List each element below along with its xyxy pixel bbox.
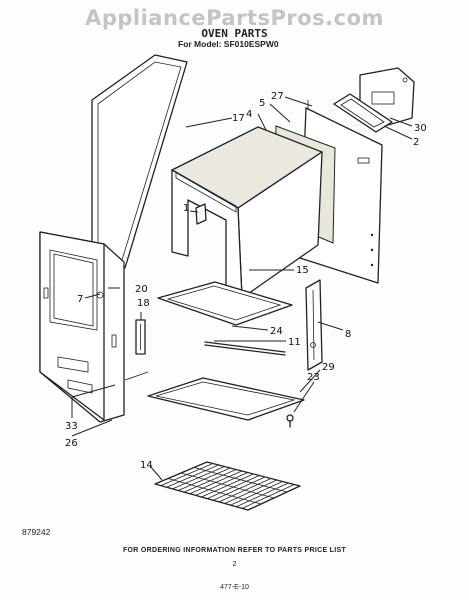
callout-8: 8 <box>345 329 351 340</box>
callout-20: 20 <box>135 284 148 295</box>
rack-crossbar <box>193 467 288 493</box>
callout-labels: 1 2 4 5 7 8 11 14 15 17 18 20 23 24 26 2… <box>65 91 427 471</box>
diagram-title: OVEN PARTS <box>201 27 268 40</box>
part-23-screw <box>286 414 294 428</box>
part-2-vent-frame <box>333 93 393 133</box>
document-number: 879242 <box>22 527 51 537</box>
callout-4: 4 <box>246 109 252 120</box>
callout-24: 24 <box>270 326 283 337</box>
part-24-trim <box>204 341 286 356</box>
part-18-hinge <box>135 319 146 355</box>
part-17-panel <box>91 54 188 269</box>
callout-2: 2 <box>413 137 419 148</box>
leader-lines <box>71 96 413 481</box>
callout-17: 17 <box>232 113 245 124</box>
part-15-oven-bottom <box>157 281 293 326</box>
rack-crossbar <box>180 472 275 499</box>
callout-33: 33 <box>65 421 78 432</box>
callout-27: 27 <box>271 91 284 102</box>
callout-29: 29 <box>322 362 335 373</box>
part-8-side-trim <box>305 279 323 371</box>
callout-11: 11 <box>288 337 301 348</box>
watermark: AppliancePartsPros.com <box>85 6 384 30</box>
callout-5: 5 <box>259 98 265 109</box>
callout-23: 23 <box>307 372 320 383</box>
callout-30: 30 <box>414 123 427 134</box>
callout-26: 26 <box>65 438 78 449</box>
ordering-note: FOR ORDERING INFORMATION REFER TO PARTS … <box>122 547 347 554</box>
callout-18: 18 <box>137 298 150 309</box>
rack-crossbar <box>167 478 262 505</box>
callout-14: 14 <box>140 460 153 471</box>
page-number: 2 <box>232 561 237 568</box>
model-line: For Model: SF010ESPW0 <box>178 39 279 49</box>
callout-1: 1 <box>183 203 189 214</box>
part-14-oven-rack <box>154 461 301 511</box>
callout-15: 15 <box>296 265 309 276</box>
callout-7: 7 <box>77 294 83 305</box>
part-29-broiler-pan <box>147 377 305 421</box>
oven-door-assembly <box>39 231 125 423</box>
footer-code: 477-E-10 <box>220 584 249 591</box>
part-4-oven-liner <box>170 126 324 299</box>
